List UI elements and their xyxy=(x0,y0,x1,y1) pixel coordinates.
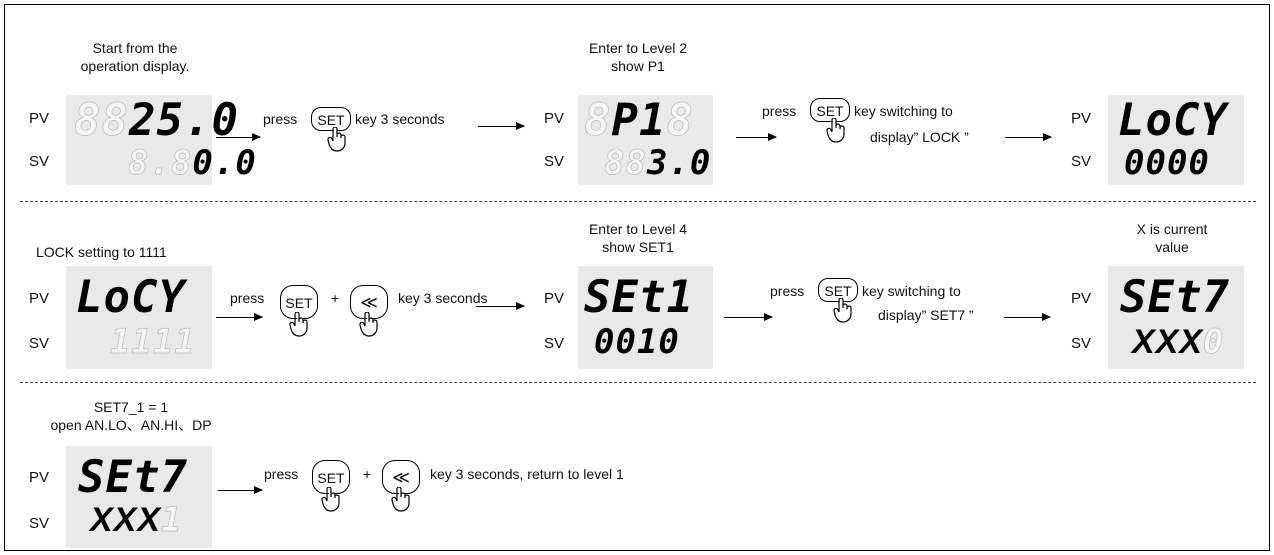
flow-arrow xyxy=(1004,313,1051,321)
sv-ghost-digits: 88 xyxy=(604,143,647,184)
pv-value: SEt7 xyxy=(78,452,188,503)
display-panel-lock: LoCY 0000 xyxy=(1108,95,1244,185)
sv-value: 0000 xyxy=(1124,143,1210,183)
row-separator xyxy=(20,382,1256,383)
pv-ghost-digits: 8 xyxy=(584,95,612,147)
plus-sign: + xyxy=(363,466,372,482)
action-press: press xyxy=(264,466,299,482)
sv-label: SV xyxy=(544,153,565,170)
sv-label: SV xyxy=(1071,153,1092,170)
caption-lock-setting: LOCK setting to 1111 xyxy=(36,244,167,260)
action-description: display” SET7 ” xyxy=(878,307,974,323)
display-panel-level4: SEt1 0010 xyxy=(578,266,713,369)
set-key: SET xyxy=(818,278,858,302)
flow-arrow xyxy=(1005,133,1052,141)
sv-value: 3.0 xyxy=(646,143,712,183)
action-press: press xyxy=(762,103,797,119)
sv-value: 0010 xyxy=(594,322,680,362)
sv-value: 0.0 xyxy=(192,143,257,183)
flow-arrow xyxy=(478,122,525,130)
pv-ghost-digits: 8 xyxy=(666,95,694,147)
display-panel-level2: 8P18 883.0 xyxy=(578,95,713,185)
action-press: press xyxy=(770,283,805,299)
plus-sign: + xyxy=(331,290,340,306)
sv-label: SV xyxy=(544,335,565,352)
pointing-hand-icon xyxy=(826,118,845,143)
sv-ghost-digits: 0 xyxy=(1203,322,1225,363)
display-panel-lock-setting: LoCY 1111 xyxy=(66,266,212,369)
flow-arrow xyxy=(218,486,263,494)
action-description: key switching to xyxy=(862,283,961,299)
pv-label: PV xyxy=(1071,110,1092,127)
action-description: display” LOCK ” xyxy=(870,129,969,145)
pv-label: PV xyxy=(29,290,50,307)
pv-label: PV xyxy=(544,290,565,307)
pv-value: P1 xyxy=(611,95,667,146)
pointing-hand-icon xyxy=(289,312,308,337)
action-description: key 3 seconds, return to level 1 xyxy=(430,466,624,482)
sv-value: XXX xyxy=(90,501,162,539)
sv-value: 1111 xyxy=(110,322,196,363)
sv-label: SV xyxy=(29,153,50,170)
pointing-hand-icon xyxy=(321,487,340,512)
action-press: press xyxy=(230,290,265,306)
row-separator xyxy=(20,201,1256,202)
sv-ghost-digits: 8.8 xyxy=(128,143,193,184)
pv-value: 25.0 xyxy=(128,95,239,146)
pv-value: LoCY xyxy=(76,272,186,323)
action-press: press xyxy=(263,111,298,127)
pv-ghost-digits: 88 xyxy=(74,95,129,147)
pv-value: LoCY xyxy=(1118,95,1228,146)
action-description: key switching to xyxy=(854,103,953,119)
pointing-hand-icon xyxy=(391,487,410,512)
sv-label: SV xyxy=(1071,335,1092,352)
pv-label: PV xyxy=(544,110,565,127)
action-description: key 3 seconds xyxy=(355,111,445,127)
sv-label: SV xyxy=(29,515,50,532)
pv-label: PV xyxy=(29,469,50,486)
pv-label: PV xyxy=(29,110,50,127)
pv-value: SEt7 xyxy=(1120,272,1230,323)
sv-ghost-digits: 1 xyxy=(161,500,183,541)
set-key: SET xyxy=(311,107,351,131)
pv-label: PV xyxy=(1071,290,1092,307)
display-panel-operation: 8825.0 8.80.0 xyxy=(66,95,256,185)
pointing-hand-icon xyxy=(833,298,852,323)
flow-arrow xyxy=(724,313,773,321)
pv-value: SEt1 xyxy=(584,272,694,323)
display-panel-set7-open: SEt7 XXX1 xyxy=(66,446,212,548)
set-key: SET xyxy=(280,285,318,319)
display-panel-set7: SEt7 XXX0 xyxy=(1108,266,1244,369)
flow-arrow xyxy=(476,302,525,310)
flow-arrow xyxy=(216,313,263,321)
pointing-hand-icon xyxy=(359,312,378,337)
pointing-hand-icon xyxy=(327,127,346,152)
sv-value: XXX xyxy=(1132,323,1204,361)
set-key: SET xyxy=(810,98,850,122)
sv-label: SV xyxy=(29,335,50,352)
flow-arrow xyxy=(216,133,261,141)
diagram-frame xyxy=(4,4,1270,551)
action-description: key 3 seconds xyxy=(398,290,488,306)
flow-arrow xyxy=(736,133,777,141)
